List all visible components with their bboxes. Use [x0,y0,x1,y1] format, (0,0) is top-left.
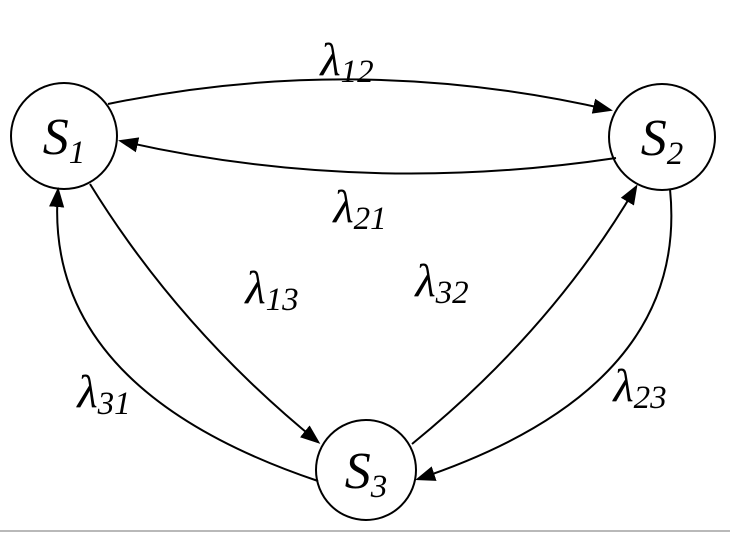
transition-arrow-s2-to-s3 [415,188,673,481]
lambda21-symbol: λ [331,181,353,233]
state-s2-symbol: S [641,110,667,167]
lambda23-symbol: λ [611,360,633,412]
state-s3-label: S3 [345,443,388,505]
transition-label-lambda31: λ31 [75,366,130,422]
lambda12-symbol: λ [318,34,340,86]
transition-arrow-s1-to-s2 [107,78,613,114]
lambda23-subscript: 23 [634,380,667,416]
transition-label-lambda32: λ32 [413,255,468,311]
transition-arrow-s3-to-s2 [411,184,638,445]
state-s3-symbol: S [345,443,371,500]
transition-label-lambda13: λ13 [243,262,298,318]
state-s1-circle [10,82,118,190]
state-s1-label: S1 [43,109,86,171]
lambda12-subscript: 12 [341,54,374,90]
state-s3-subscript: 3 [370,469,388,505]
transition-arrow-s1-to-s3 [89,183,321,444]
transition-label-lambda23: λ23 [611,360,666,416]
transition-arrow-s3-to-s1 [49,187,319,482]
transition-label-lambda12: λ12 [318,34,373,90]
state-s2-circle [608,83,716,191]
state-s2-subscript: 2 [667,136,684,172]
lambda21-subscript: 21 [354,201,387,237]
lambda31-subscript: 31 [97,386,131,422]
state-s1-subscript: 1 [69,135,86,171]
lambda13-subscript: 13 [266,282,299,318]
transition-label-lambda21: λ21 [331,181,386,237]
state-s2-label: S2 [641,110,684,172]
lambda32-symbol: λ [413,255,435,307]
lambda31-symbol: λ [75,366,97,418]
lambda32-subscript: 32 [435,275,469,311]
state-s1-symbol: S [43,109,69,166]
state-s3-circle [315,419,417,521]
transition-arrow-s2-to-s1 [118,137,617,175]
lambda13-symbol: λ [243,262,265,314]
